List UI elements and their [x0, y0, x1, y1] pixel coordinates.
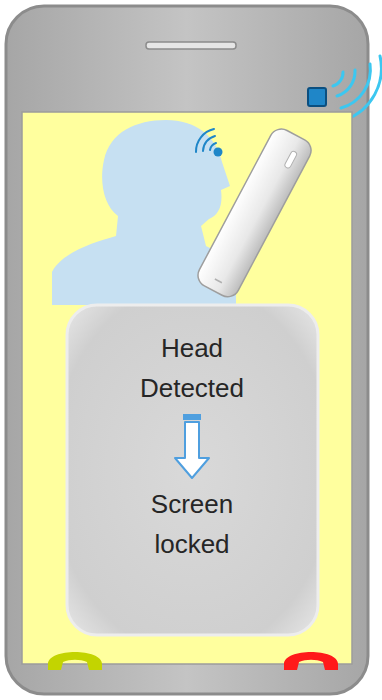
phone-screen: [22, 112, 352, 664]
sensor-signal: [333, 56, 381, 120]
status-panel: [67, 305, 318, 635]
hangup-button: [284, 652, 338, 670]
head-signal: [196, 129, 223, 157]
status-label: Head Detected: [116, 328, 268, 408]
handset: [194, 125, 315, 301]
flow-arrow: [175, 414, 209, 478]
answer-button: [48, 652, 102, 670]
arrow-shape: [175, 422, 209, 478]
status-text-box: Screen locked: [112, 482, 272, 566]
arrow-cap: [183, 414, 201, 420]
phone-body: [6, 6, 368, 694]
status-label: Screen locked: [116, 484, 268, 564]
proximity-sensor: [308, 88, 326, 106]
status-text-box: Head Detected: [112, 326, 272, 410]
earpiece: [146, 42, 236, 49]
